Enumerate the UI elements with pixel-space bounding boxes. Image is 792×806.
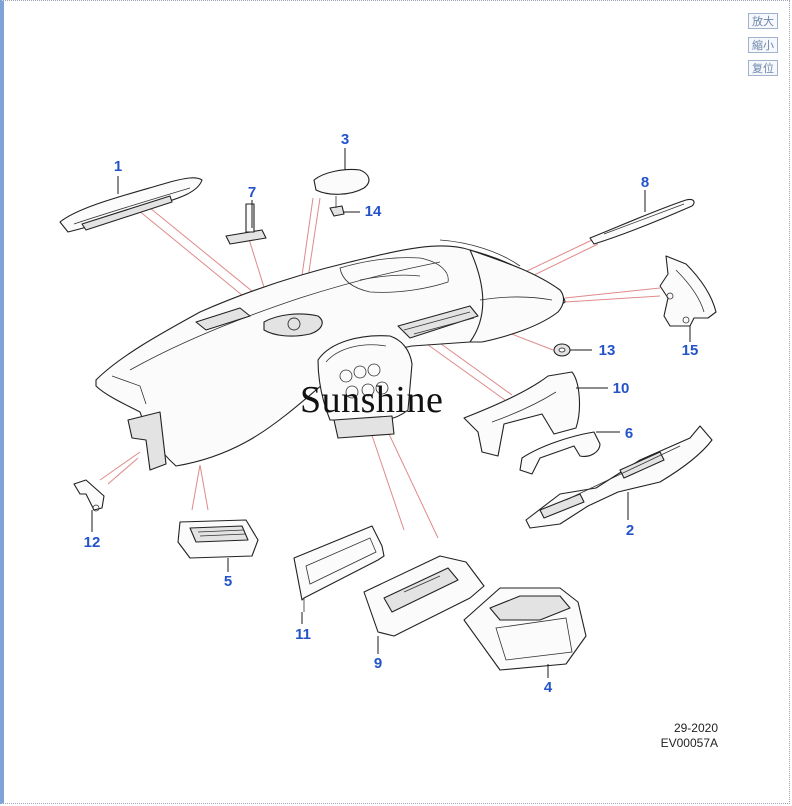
callout-1: 1 [114, 158, 122, 175]
callout-13: 13 [599, 342, 616, 359]
callout-5: 5 [224, 573, 232, 590]
zoom-in-button[interactable]: 放大 [748, 13, 778, 29]
callout-2: 2 [626, 522, 634, 539]
part-10-surround [463, 371, 581, 457]
callout-6: 6 [625, 425, 633, 442]
part-2-lower-panel [525, 425, 713, 529]
part-3-cover [313, 168, 370, 195]
part-9-console-panel [363, 555, 485, 637]
part-11-frame [293, 525, 385, 612]
dashboard-assembly [95, 239, 566, 471]
callout-labels: 1 2 3 4 5 6 7 8 9 10 11 12 13 14 15 [84, 131, 699, 696]
part-7-bracket [225, 203, 267, 245]
part-4-vent-bezel [463, 587, 587, 671]
callout-9: 9 [374, 655, 382, 672]
reset-view-button[interactable]: 复位 [748, 60, 778, 76]
callout-14: 14 [365, 203, 382, 220]
part-13-fastener [553, 343, 571, 357]
callout-8: 8 [641, 174, 649, 191]
part-5-vent [177, 519, 259, 559]
zoom-out-button[interactable]: 縮小 [748, 37, 778, 53]
diagram-ref-id: EV00057A [661, 736, 718, 750]
callout-leaders [91, 148, 691, 678]
callout-3: 3 [341, 131, 349, 148]
part-1-upper-trim [59, 177, 203, 233]
callout-11: 11 [295, 626, 311, 643]
callout-10: 10 [613, 380, 630, 397]
part-15-end-panel [659, 255, 717, 327]
callout-4: 4 [544, 679, 553, 696]
diagram-ref-code: 29-2020 [674, 721, 718, 735]
callout-12: 12 [84, 534, 101, 551]
part-14-clip [329, 196, 345, 217]
part-8-trim-strip [589, 198, 695, 245]
callout-15: 15 [682, 342, 699, 359]
part-12-bracket [73, 479, 105, 512]
part-6-bezel [519, 431, 601, 475]
callout-7: 7 [248, 184, 256, 201]
